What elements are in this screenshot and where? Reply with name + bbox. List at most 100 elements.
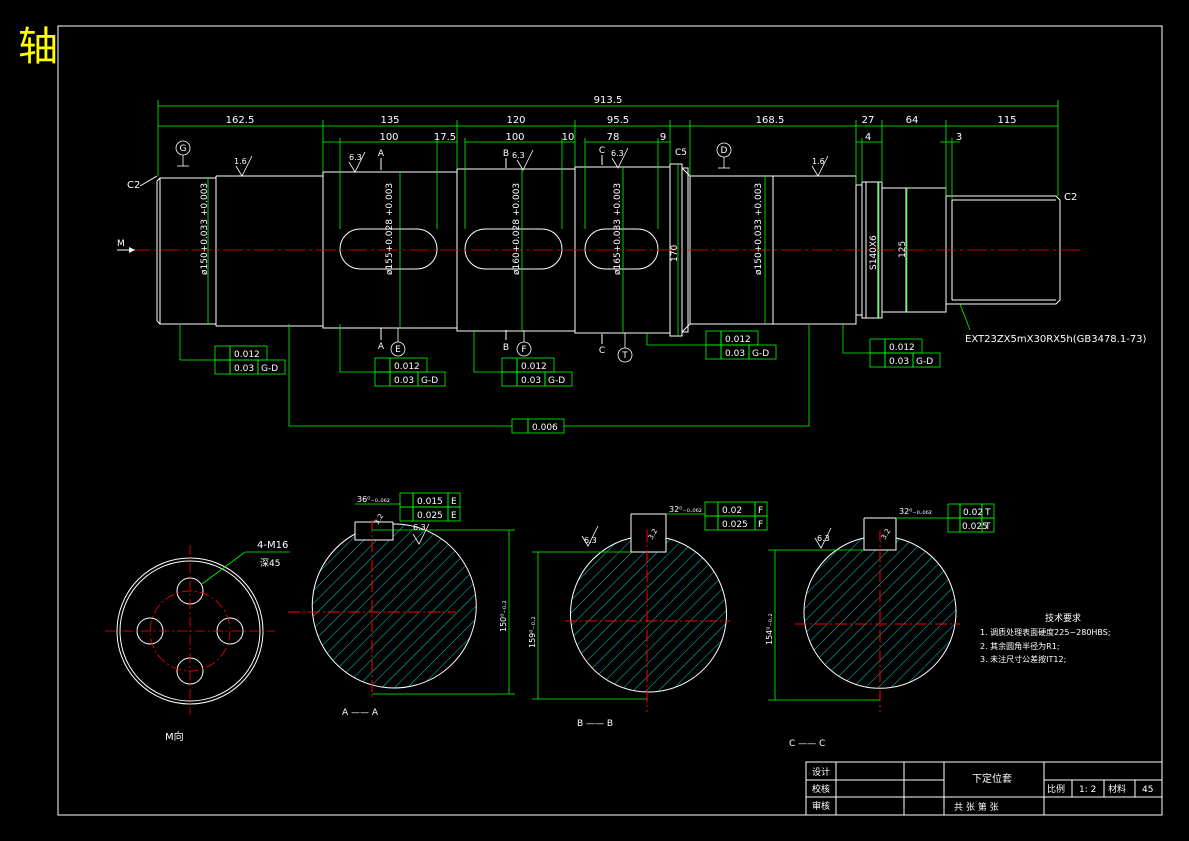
title-block-texts: 设计 校核 审核 下定位套 共 张 第 张 比例 1: 2 材料 45 (812, 766, 1153, 813)
m-view-label: M向 (165, 730, 184, 743)
datum-f: F (521, 345, 526, 355)
diameter-dims (207, 164, 908, 336)
section-c-bottom: C (599, 346, 605, 356)
dia-170: 170 (670, 245, 680, 262)
gdt-5-value-a: 0.012 (889, 343, 915, 353)
tb-material-label: 材料 (1108, 783, 1126, 795)
sec-a-gdt: 0.015 E 0.025 E (399, 492, 461, 522)
gdt-1-ref: G-D (261, 364, 278, 374)
gdt-frame-2: 0.012 0.03 G-D (374, 357, 446, 387)
dia-155: ø155+0.028 +0.003 (385, 183, 395, 275)
datum-t: T (621, 351, 628, 361)
dim-seg-4: 95.5 (607, 115, 629, 126)
m-view-depth: 深45 (260, 558, 280, 569)
sec-a-rough: 6.3 (413, 523, 426, 532)
sec-b-ks: 3.2 (647, 527, 659, 541)
tb-part: 下定位套 (972, 772, 1012, 785)
chamfer-labels: C2 C2 C5 (127, 148, 1077, 203)
gdt-leaders (179, 303, 971, 427)
sec-c-sym: 0.02 (963, 508, 983, 518)
gdt-1-value-a: 0.012 (234, 350, 260, 360)
dia-165: ø165+0.033 +0.003 (613, 183, 623, 275)
sec-b-sym: 0.02 (722, 506, 742, 516)
rough-3: 6.3 (512, 151, 525, 160)
tb-review: 审核 (812, 800, 830, 812)
sec-a-ks: 3.2 (373, 512, 385, 526)
m-view-leader (201, 551, 290, 585)
sec-b-depth: 159⁰₋₀.₂ (528, 616, 537, 648)
sec-c-ks: 3.2 (880, 527, 892, 541)
sec-c-title: C —— C (789, 739, 825, 749)
sec-c-rough: 6.3 (817, 534, 830, 543)
roughness-marks (235, 147, 829, 177)
gdt-frame-4: 0.012 0.03 G-D (705, 330, 777, 360)
sec-a-title: A —— A (342, 708, 379, 718)
gdt-6-value: 0.006 (532, 423, 558, 433)
dim-seg-2: 135 (380, 115, 399, 126)
sec-c-depth: 154⁰₋₀.₂ (765, 613, 774, 645)
dim-seg-8: 115 (997, 115, 1016, 126)
gdt-frame-5: 0.012 0.03 G-D (869, 338, 941, 368)
tech-req-1: 1. 调质处理表面硬度225~280HBS; (980, 627, 1111, 637)
sec-c-par: 0.025 (962, 522, 988, 532)
gdt-3-ref: G-D (548, 376, 565, 386)
gdt-frame-1: 0.012 0.03 G-D (214, 345, 286, 375)
sec-a-sym: 0.015 (417, 497, 443, 507)
dim-sub-6: 9 (660, 132, 666, 143)
tb-scale: 1: 2 (1079, 785, 1096, 795)
gdt-3-value-a: 0.012 (521, 362, 547, 372)
chamfer-c5: C5 (675, 148, 687, 158)
tech-req-title: 技术要求 (1045, 612, 1081, 624)
dim-sub-2: 17.5 (434, 132, 456, 143)
gdt-2-ref: G-D (421, 376, 438, 386)
gdt-frame-6: 0.006 (511, 418, 565, 434)
tech-requirements: 技术要求 1. 调质处理表面硬度225~280HBS; 2. 其余圆角半径为R1… (980, 612, 1111, 664)
gdt-3-value-b: 0.03 (521, 376, 541, 386)
dia-150a: ø150+0.033 +0.003 (200, 183, 210, 275)
chamfer-left: C2 (127, 180, 140, 191)
dia-160: ø160+0.028 +0.003 (512, 183, 522, 275)
dim-sub-8: 3 (956, 132, 962, 143)
gdt-frame-3: 0.012 0.03 G-D (501, 357, 573, 387)
title-block (805, 761, 1163, 816)
sec-b-par: 0.025 (722, 520, 748, 530)
gdt-4-value-b: 0.03 (725, 349, 745, 359)
dia-125: 125 (898, 241, 908, 258)
gdt-1-value-b: 0.03 (234, 364, 254, 374)
sec-c-keyway: 32⁰₋₀.₀₆₂ (899, 507, 932, 516)
rough-4: 6.3 (611, 149, 624, 158)
section-a (288, 503, 515, 700)
dim-sub-1: 100 (379, 132, 398, 143)
gdt-4-value-a: 0.012 (725, 335, 751, 345)
dim-sub-4: 10 (562, 132, 575, 143)
dim-sub-5: 78 (607, 132, 620, 143)
sec-b-sym-ref: F (758, 506, 763, 516)
dim-seg-6: 27 (862, 115, 875, 126)
datum-symbols (175, 140, 732, 363)
m-view-centers (105, 545, 275, 715)
sec-b-title: B —— B (577, 719, 613, 729)
gdt-5-ref: G-D (916, 357, 933, 367)
datum-g: G (180, 144, 187, 154)
section-a-top: A (378, 149, 385, 159)
tb-check: 校核 (812, 783, 830, 795)
tb-sheets: 共 张 第 张 (954, 801, 999, 813)
tech-req-2: 2. 其余圆角半径为R1; (980, 641, 1060, 651)
dim-sub-7: 4 (865, 132, 871, 143)
dim-overall: 913.5 (594, 95, 623, 106)
thread-spec: S140X6 (869, 235, 879, 270)
dia-150b: ø150+0.033 +0.003 (754, 183, 764, 275)
section-c-top: C (599, 146, 605, 156)
section-marker-letters: A A B B C C (378, 146, 605, 356)
tech-req-3: 3. 未注尺寸公差按IT12; (980, 654, 1066, 664)
sec-b-gdt: 0.02 F 0.025 F (704, 501, 768, 531)
gdt-2-value-b: 0.03 (394, 376, 414, 386)
m-view-holes: 4-M16 (257, 540, 288, 551)
sec-a-keyway: 36⁰₋₀.₀₆₂ (357, 495, 390, 504)
rough-1: 1.6 (234, 157, 247, 166)
sec-a-sym-ref: E (451, 497, 457, 507)
sec-a-par-ref: E (451, 511, 457, 521)
dim-seg-1: 162.5 (226, 115, 255, 126)
sec-c-par-ref: T (984, 522, 991, 532)
sec-a-depth: 150⁰₋₀.₂ (499, 600, 508, 632)
